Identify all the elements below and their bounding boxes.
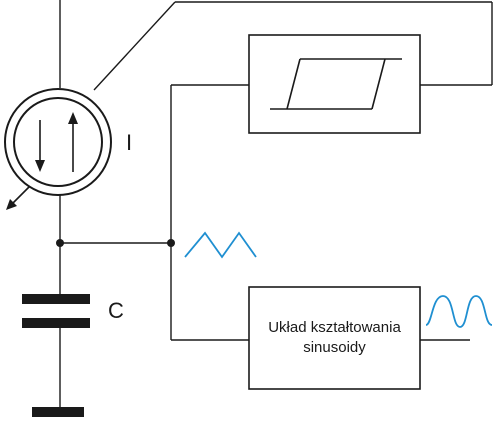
junction-dot-left [56, 239, 64, 247]
capacitor-icon [22, 294, 90, 328]
sine-wave-icon [425, 295, 493, 328]
wire-feedback-diagonal [93, 1, 176, 91]
current-source-icon [4, 88, 112, 210]
junction-dot-right [167, 239, 175, 247]
hysteresis-loop-icon [270, 58, 402, 110]
sine-shaper-box [248, 286, 421, 390]
ground-icon [32, 407, 84, 417]
current-source-label: I [126, 130, 132, 155]
schmitt-trigger-box [248, 34, 421, 134]
sine-shaper-label-line1: Układ kształtowania [268, 319, 401, 336]
triangle-wave-icon [184, 231, 257, 259]
sine-shaper-label-line2: sinusoidy [303, 339, 366, 356]
capacitor-label: C [108, 298, 124, 323]
